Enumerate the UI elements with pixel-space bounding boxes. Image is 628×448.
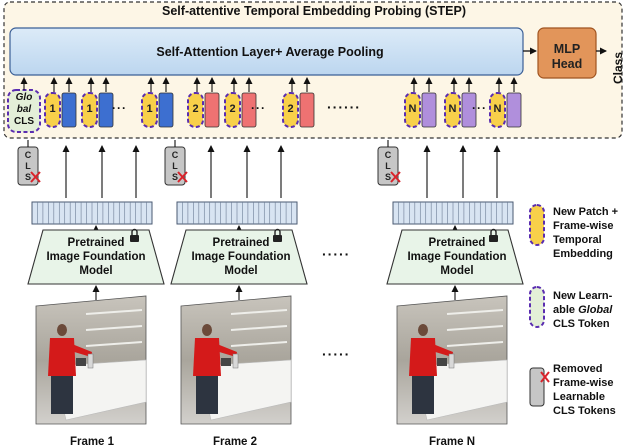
legend-cls-text: New Learn- able Global CLS Token — [553, 290, 613, 330]
frame-token — [506, 92, 522, 128]
patch-token — [187, 92, 204, 128]
cls-letter: L — [172, 161, 178, 171]
mlp-head — [537, 27, 597, 79]
frame-token — [98, 92, 114, 128]
patch-token-label: N — [493, 103, 502, 115]
frame-label-1: Frame 1 — [69, 436, 115, 448]
patch-token — [404, 92, 421, 128]
foundation-model — [27, 229, 165, 285]
frame-image — [180, 295, 292, 425]
frame-token — [421, 92, 437, 128]
patch-token — [444, 92, 461, 128]
lock-icon — [130, 235, 139, 242]
patch-token-label: N — [448, 103, 457, 115]
cls-letter: L — [25, 161, 31, 171]
model-ellipsis: ····· — [322, 246, 351, 262]
lock-icon — [489, 235, 498, 242]
frame-token — [241, 92, 257, 128]
frame-label-2: Frame 2 — [212, 436, 258, 448]
patch-token-label: N — [408, 103, 417, 115]
group-ellipsis: ······ — [327, 99, 361, 115]
cls-letter: S — [24, 172, 31, 182]
frame-token — [204, 92, 220, 128]
cls-letter: S — [384, 172, 391, 182]
class-label: Class — [611, 51, 625, 84]
cross-icon — [30, 171, 41, 183]
foundation-model — [386, 229, 524, 285]
token-sequence — [44, 77, 522, 128]
frame-token — [299, 92, 315, 128]
frame-label-n: Frame N — [428, 436, 476, 448]
legend — [529, 204, 550, 407]
cls-letter: S — [171, 172, 178, 182]
step-title: Self-attentive Temporal Embedding Probin… — [162, 4, 466, 18]
token-ellipsis-1: ··· — [112, 101, 127, 115]
foundation-model — [170, 229, 308, 285]
attention-layer-label: Self-Attention Layer+ Average Pooling — [156, 45, 384, 59]
frame-token — [461, 92, 477, 128]
cls-letter: C — [24, 150, 32, 160]
frame-token — [61, 92, 77, 128]
legend-removed-icon — [529, 367, 545, 407]
patch-token-label: 2 — [229, 103, 236, 115]
patch-token-label: 1 — [49, 103, 56, 115]
patch-token-label: 1 — [86, 103, 93, 115]
patch-token-label: 1 — [146, 103, 153, 115]
cross-icon — [177, 171, 188, 183]
cls-letter: L — [385, 161, 391, 171]
cross-icon — [390, 171, 401, 183]
patch-token — [489, 92, 506, 128]
frame-ellipsis: ····· — [322, 346, 351, 362]
lock-icon — [273, 235, 282, 242]
token-ellipsis-2: ··· — [251, 101, 266, 115]
cls-letter: C — [171, 150, 179, 160]
patch-token-label: 2 — [287, 103, 294, 115]
patch-token — [282, 92, 299, 128]
cls-letter: C — [384, 150, 392, 160]
patch-token — [44, 92, 61, 128]
frame-image — [396, 295, 508, 425]
patch-token — [224, 92, 241, 128]
frame-pipelines — [17, 140, 524, 425]
patch-token — [141, 92, 158, 128]
frame-token — [158, 92, 174, 128]
patch-token-label: 2 — [192, 103, 199, 115]
token-ellipsis-3: ··· — [472, 101, 487, 115]
legend-patch-icon — [529, 204, 545, 246]
legend-cls-icon — [529, 286, 545, 328]
frame-image — [35, 295, 147, 425]
patch-token — [81, 92, 98, 128]
global-cls-label: Glo bal CLS — [14, 92, 34, 127]
legend-cross-icon — [540, 371, 550, 383]
